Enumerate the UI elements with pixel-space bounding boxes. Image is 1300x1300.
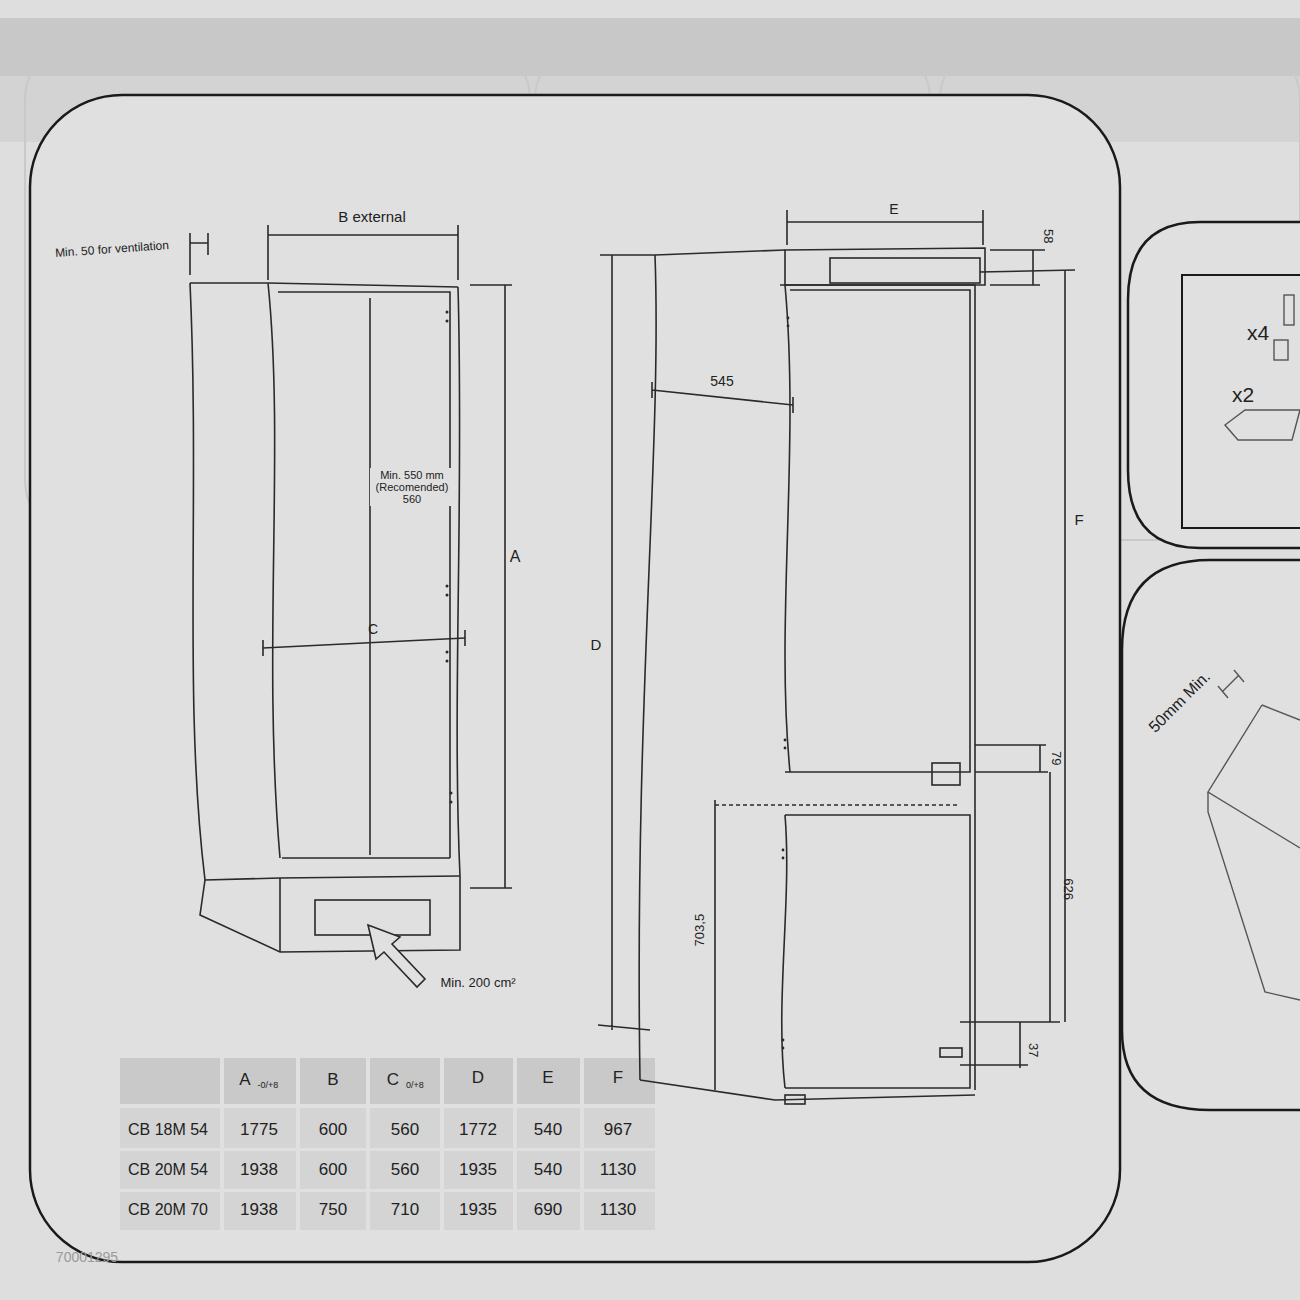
table-cell: 750 — [319, 1201, 347, 1220]
table-header: F — [613, 1069, 623, 1088]
table-header: E — [542, 1069, 553, 1088]
table-cell: CB 20M 54 — [128, 1161, 208, 1179]
dimension-value: 79 — [1049, 751, 1063, 765]
table-cell: 1938 — [240, 1161, 278, 1180]
dimension-value: 545 — [710, 374, 733, 389]
table-cell: 1938 — [240, 1201, 278, 1220]
table-cell: 1935 — [459, 1201, 497, 1220]
table-subscript: 0/+8 — [406, 1081, 424, 1091]
table-header: C — [387, 1071, 399, 1090]
dimension-letter: A — [510, 548, 521, 566]
table-cell: 600 — [319, 1161, 347, 1180]
table-subscript: -0/+8 — [258, 1081, 279, 1091]
table-cell: 1775 — [240, 1121, 278, 1140]
table-cell: 1130 — [600, 1161, 637, 1180]
table-cell: 690 — [534, 1201, 562, 1220]
dimension-letter: E — [889, 202, 898, 217]
dimension-letter: D — [591, 637, 602, 654]
note-label: Min. 550 mm (Recomended) 560 — [370, 468, 454, 506]
dimension-value: 626 — [1061, 878, 1075, 900]
note-label: Min. 200 cm² — [440, 976, 515, 990]
dimension-letter: C — [368, 622, 378, 637]
table-cell: 560 — [391, 1161, 419, 1180]
table-cell: 710 — [391, 1201, 419, 1220]
dimension-letter: F — [1074, 512, 1083, 529]
dimension-label: B external — [338, 209, 406, 226]
table-header: B — [327, 1071, 338, 1090]
table-cell: 1772 — [459, 1121, 497, 1140]
table-cell: 1935 — [459, 1161, 497, 1180]
dimension-value: 37 — [1026, 1043, 1040, 1057]
watermark: 70001295 — [56, 1250, 118, 1265]
table-cell: 560 — [391, 1121, 419, 1140]
table-cell: CB 18M 54 — [128, 1121, 208, 1139]
table-cell: 1130 — [600, 1201, 637, 1220]
table-cell: 540 — [534, 1121, 562, 1140]
table-header: A — [239, 1071, 250, 1090]
dimension-value: 58 — [1041, 229, 1055, 243]
table-cell: 967 — [604, 1121, 632, 1140]
table-cell: CB 20M 70 — [128, 1201, 208, 1219]
table-header: D — [472, 1069, 484, 1088]
table-cell: 600 — [319, 1121, 347, 1140]
dimension-value: 703,5 — [693, 914, 707, 947]
quantity-label: x4 — [1247, 321, 1269, 344]
table-cell: 540 — [534, 1161, 562, 1180]
quantity-label: x2 — [1232, 383, 1254, 406]
